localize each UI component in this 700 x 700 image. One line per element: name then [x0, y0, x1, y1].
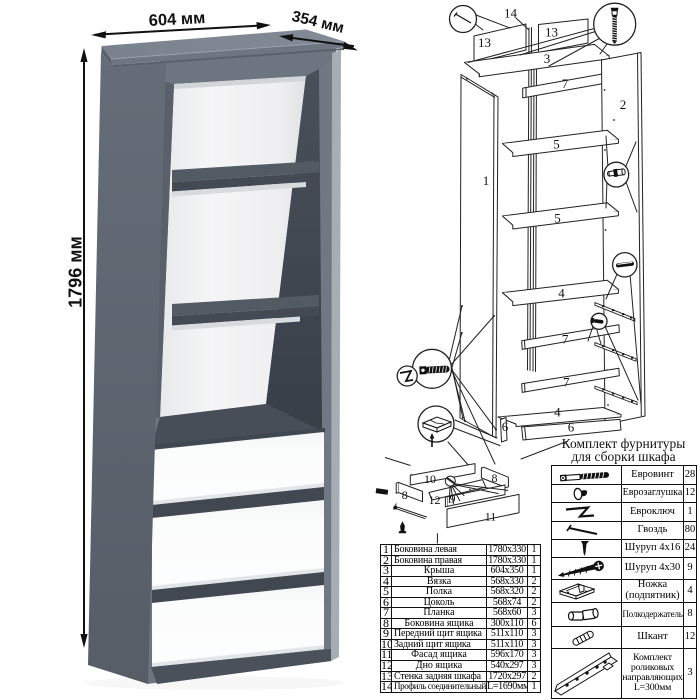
svg-text:9: 9 — [450, 492, 456, 506]
svg-text:8: 8 — [402, 488, 408, 502]
svg-text:11: 11 — [485, 510, 497, 524]
svg-text:1: 1 — [483, 173, 490, 188]
svg-text:6: 6 — [568, 420, 575, 435]
svg-text:7: 7 — [562, 332, 569, 347]
svg-text:7: 7 — [562, 76, 569, 91]
svg-text:4: 4 — [558, 286, 565, 301]
svg-text:13: 13 — [478, 35, 491, 50]
svg-text:3: 3 — [544, 51, 551, 66]
svg-text:7: 7 — [563, 375, 570, 390]
svg-text:12: 12 — [429, 493, 441, 507]
svg-text:604 мм: 604 мм — [148, 9, 205, 30]
svg-text:5: 5 — [553, 137, 560, 152]
svg-text:10: 10 — [424, 472, 436, 486]
svg-text:14: 14 — [504, 6, 518, 21]
svg-text:4: 4 — [554, 404, 561, 419]
svg-text:6: 6 — [502, 419, 509, 434]
svg-text:8: 8 — [492, 471, 498, 485]
svg-text:1796 мм: 1796 мм — [66, 236, 86, 308]
svg-text:5: 5 — [554, 211, 561, 226]
svg-text:13: 13 — [545, 25, 558, 40]
svg-text:2: 2 — [620, 97, 627, 112]
